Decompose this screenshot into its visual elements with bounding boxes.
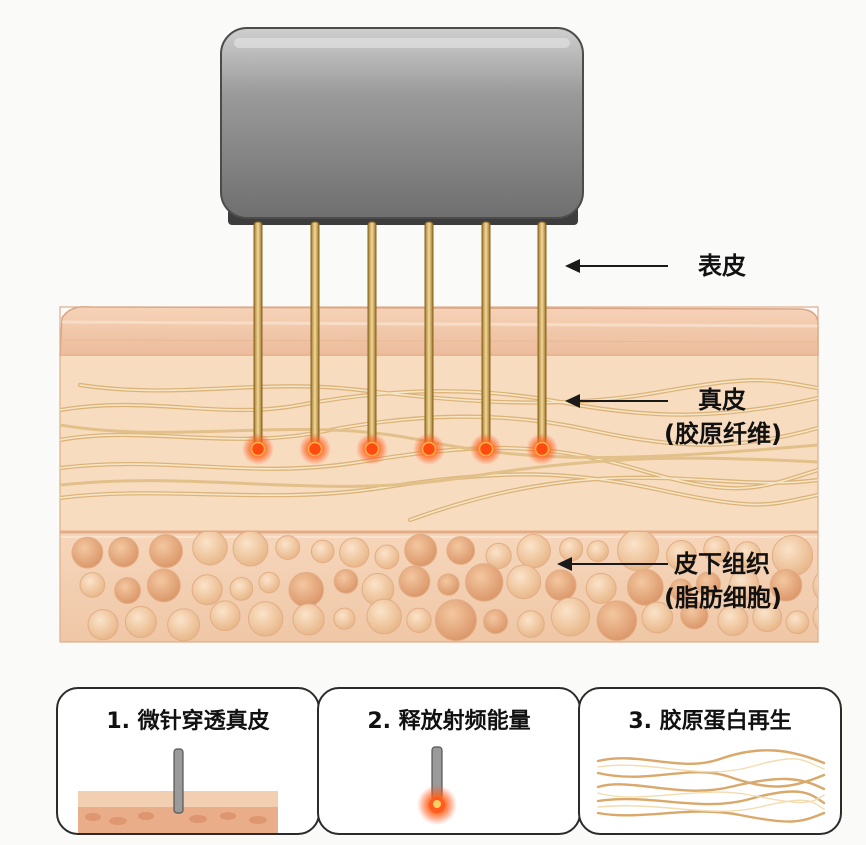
fat-cell [550, 597, 591, 637]
fat-cell [485, 542, 512, 569]
fat-cell [247, 601, 284, 637]
fat-cell [288, 571, 324, 608]
rf-tip [250, 441, 266, 457]
fat-cell [626, 569, 664, 606]
label-dermis: 真皮 [698, 386, 746, 414]
microneedle [367, 221, 377, 445]
fat-cell [108, 536, 139, 568]
fat-cell [167, 608, 201, 642]
fat-cell [87, 609, 119, 641]
penetrate-illustration [78, 748, 278, 833]
fat-cell [310, 539, 335, 564]
fat-cell [769, 568, 803, 602]
label-dermis-sub: (胶原纤维) [664, 420, 782, 448]
fat-cell [79, 572, 106, 598]
fat-cell [717, 605, 749, 637]
rf-illustration [417, 746, 457, 825]
needle-icon [173, 748, 184, 814]
fat-cell [465, 563, 504, 602]
fat-cell [275, 535, 301, 560]
fat-cell [209, 600, 241, 632]
rf-tip [307, 441, 323, 457]
fat-cell [680, 601, 709, 630]
rf-tip [478, 441, 494, 457]
epidermis-layer [59, 305, 819, 356]
fat-cell [695, 571, 721, 597]
fat-cell [586, 540, 609, 563]
arrow-epidermis [565, 259, 668, 273]
device-body [220, 27, 584, 219]
fat-cell [666, 540, 697, 571]
fat-cell [703, 535, 731, 563]
fat-cell [545, 569, 577, 601]
fat-cell [333, 569, 359, 594]
rf-tip [364, 441, 380, 457]
fat-cell [434, 599, 477, 642]
fat-cell [191, 574, 223, 606]
fat-cell [398, 565, 431, 598]
fat-cell [483, 609, 509, 635]
rf-tip [421, 441, 437, 457]
fat-cell [728, 569, 760, 601]
fat-cell [785, 610, 810, 635]
fat-cell [437, 573, 460, 596]
step-card-regeneration: 3. 胶原蛋白再生 [578, 687, 842, 835]
fat-cell [822, 531, 854, 563]
step-title: 2. 释放射频能量 [367, 709, 531, 734]
fat-cell [812, 605, 818, 631]
fat-cell [229, 577, 254, 601]
step-card-rf-energy: 2. 释放射频能量 [317, 687, 581, 835]
fat-cell [71, 536, 104, 569]
fat-cell [124, 606, 157, 639]
fat-cell [374, 544, 400, 570]
rf-device [220, 27, 584, 225]
arrow-dermis [565, 394, 668, 408]
fat-cell [114, 577, 141, 604]
fat-cell [559, 537, 584, 562]
label-epidermis: 表皮 [698, 252, 746, 280]
fat-cell [641, 601, 674, 634]
fat-cell [516, 533, 551, 569]
microneedle [253, 221, 263, 445]
fat-cell [339, 537, 370, 568]
fat-cell [333, 607, 356, 630]
step-title: 1. 微针穿透真皮 [106, 709, 270, 734]
fat-cell [146, 568, 181, 603]
fat-cell [812, 573, 818, 599]
fat-cell [752, 602, 783, 633]
fat-cell [404, 533, 438, 567]
arrow-hypodermis [557, 557, 668, 571]
collagen-icon [596, 749, 826, 823]
fat-cells [71, 531, 854, 642]
label-hypodermis-sub: (脂肪细胞) [664, 584, 782, 612]
rf-tip [534, 441, 550, 457]
fat-cell [517, 610, 545, 638]
fat-cell [192, 532, 228, 566]
fat-cell [585, 572, 617, 604]
fat-cell [232, 532, 269, 567]
fat-cell [734, 541, 762, 569]
microneedle [481, 221, 491, 445]
microneedle [310, 221, 320, 445]
microneedles [242, 221, 558, 465]
fat-cell [406, 607, 432, 633]
fat-cell [149, 534, 183, 569]
step-title: 3. 胶原蛋白再生 [628, 709, 792, 734]
fat-cell [669, 578, 693, 602]
fat-cell [292, 603, 325, 636]
fat-cell [258, 571, 280, 594]
label-hypodermis: 皮下组织 [674, 550, 770, 578]
fat-cell [506, 564, 542, 600]
fat-cell [596, 600, 638, 642]
pointer-arrows [557, 259, 668, 571]
fat-cell [366, 598, 402, 635]
microneedle [537, 221, 547, 445]
step-card-penetrate: 1. 微针穿透真皮 [56, 687, 320, 835]
fat-cell [446, 536, 476, 565]
microneedle [424, 221, 434, 445]
